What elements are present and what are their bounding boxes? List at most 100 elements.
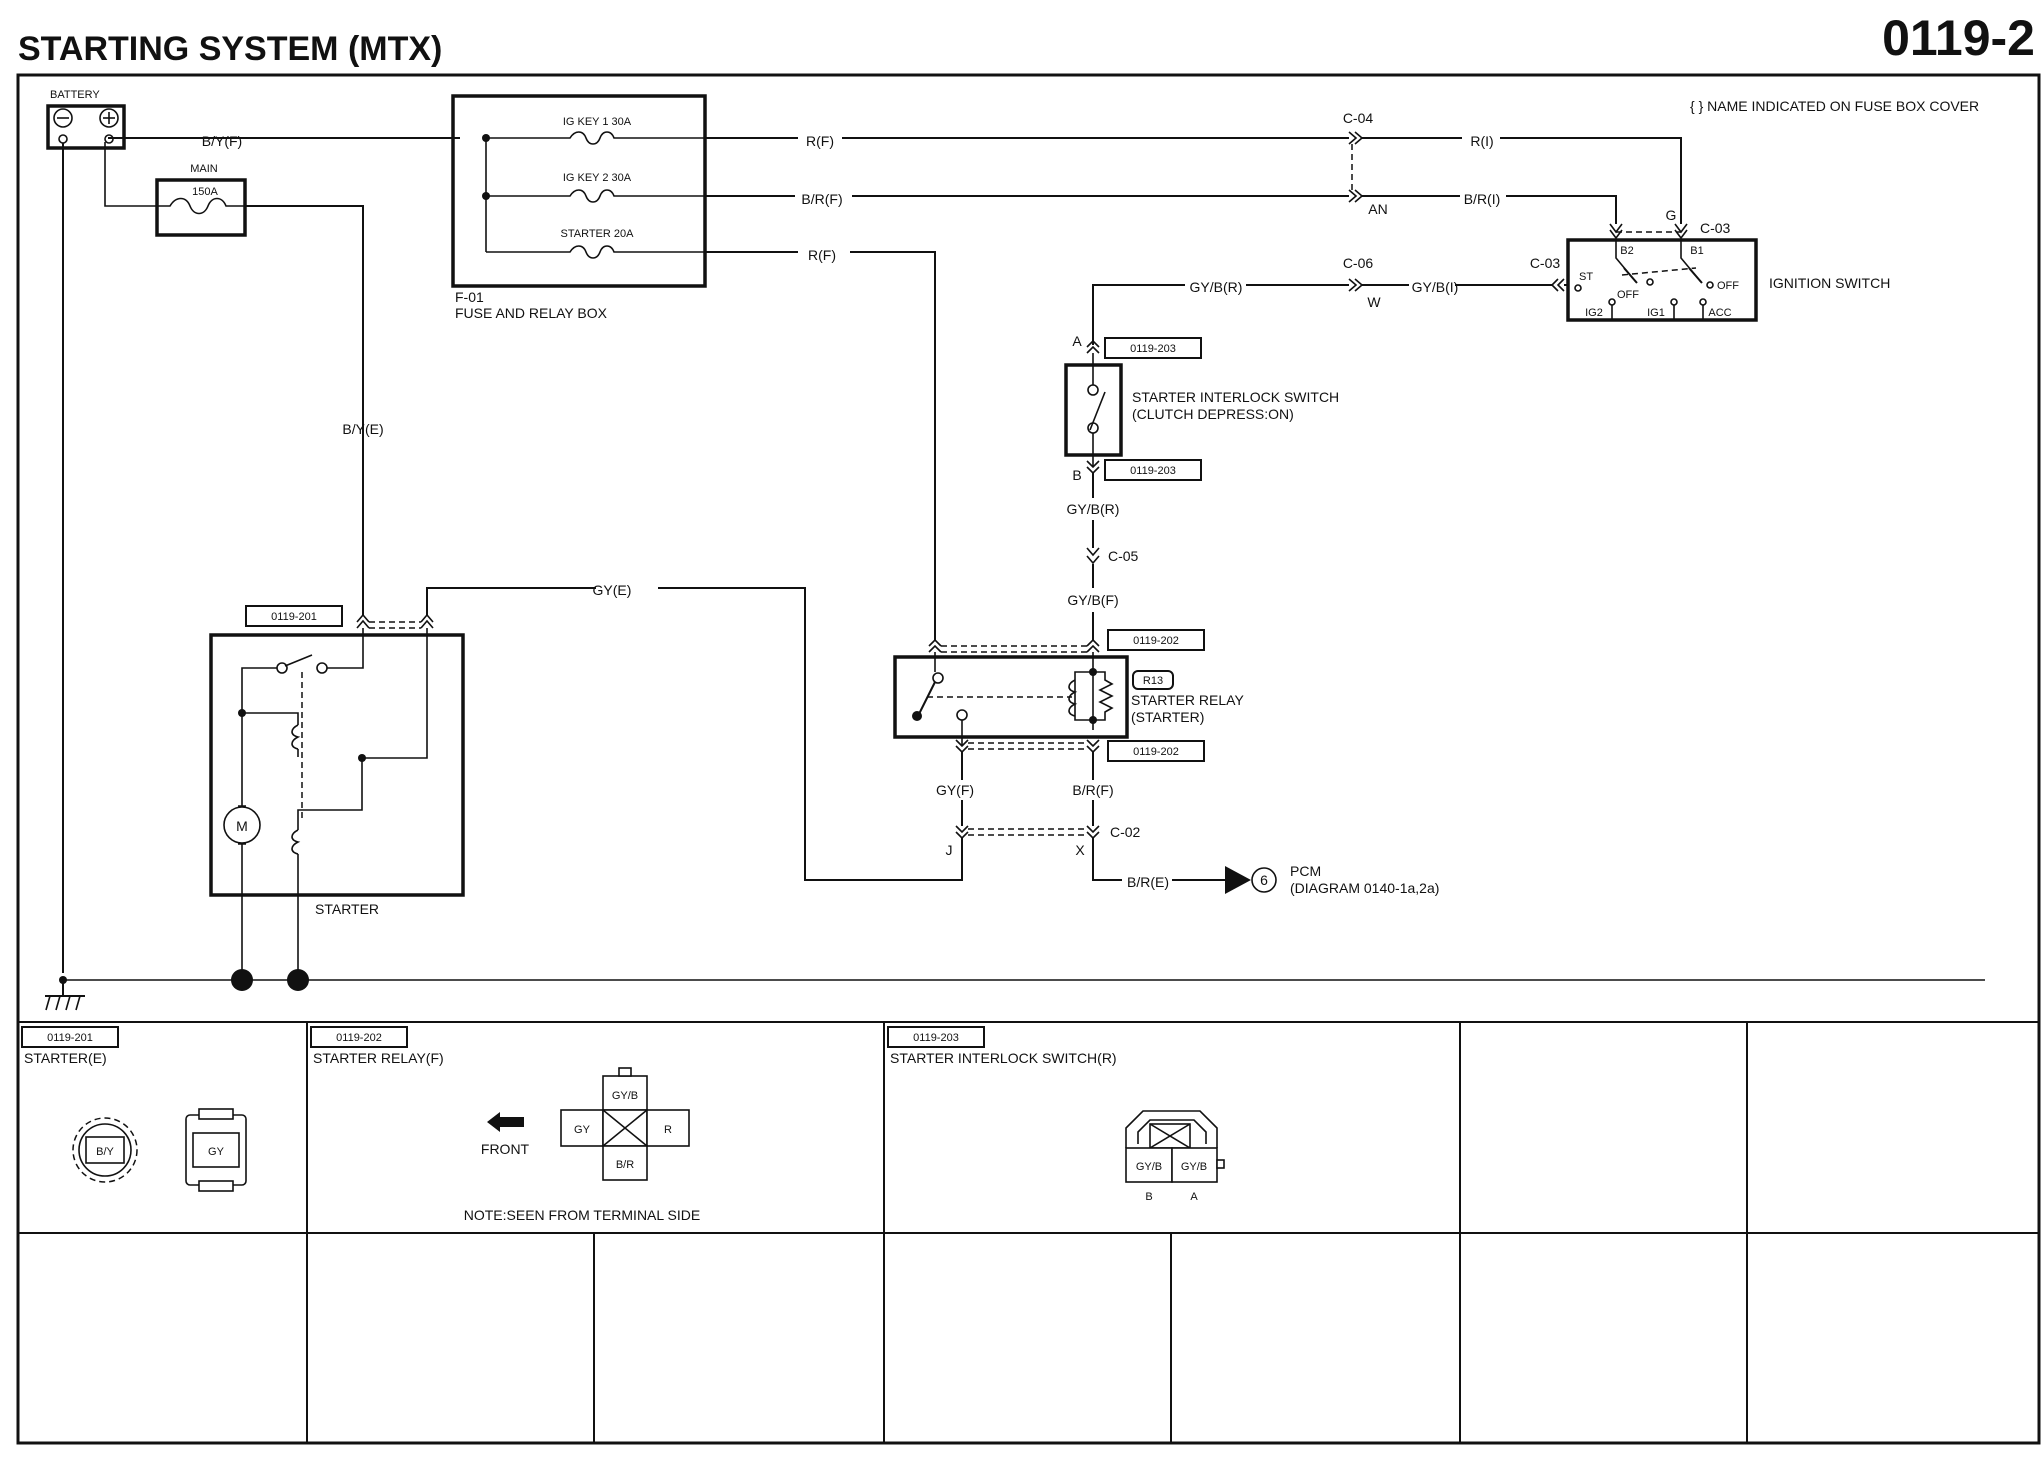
interlock-ref-top: 0119-203	[1130, 343, 1176, 355]
relay-connector-bottom-icon	[955, 739, 1100, 754]
view-starter-term2-icon	[185, 1108, 247, 1192]
interlock-label-1: STARTER INTERLOCK SWITCH	[1132, 389, 1339, 405]
view-relay-bottom: B/R	[616, 1159, 634, 1171]
connector-c03-side-label: C-03	[1530, 255, 1561, 271]
switch-term-acc: ACC	[1708, 307, 1731, 319]
relay-ref-top: 0119-202	[1133, 635, 1179, 647]
view-relay-front: FRONT	[481, 1141, 530, 1157]
fuse-box-id: F-01	[455, 289, 484, 305]
front-arrow-icon	[487, 1112, 524, 1132]
ignition-switch-label: IGNITION SWITCH	[1769, 275, 1890, 291]
main-fuse-icon	[157, 197, 245, 215]
wire-label-battery-out: B/Y(F)	[202, 133, 242, 149]
starter-motor-symbol: M	[236, 818, 248, 834]
connector-c04-icon	[1348, 131, 1364, 145]
interlock-ref-top-tag	[1104, 337, 1202, 359]
ignition-switch-box	[1566, 238, 1758, 322]
connector-c05-label: C-05	[1108, 548, 1139, 564]
view-relay-left: GY	[574, 1124, 591, 1136]
interlock-switch-blade	[1089, 391, 1106, 431]
wire-ig-key1-to-switch	[1362, 137, 1682, 224]
wire-starter-signal	[426, 587, 963, 881]
wire-label-main-to-starter: B/Y(E)	[342, 421, 383, 437]
interlock-ref-bottom-tag	[1104, 459, 1202, 481]
interlock-connector-top-icon	[1086, 339, 1100, 354]
relay-connector-top-link	[941, 645, 1087, 653]
main-fuse-box	[155, 178, 247, 237]
pcm-label: PCM	[1290, 863, 1321, 879]
view-interlock-pin1: B	[1145, 1191, 1152, 1203]
main-fuse-rating: 150A	[192, 186, 218, 198]
wire-label-c06-to-interlock: GY/B(R)	[1190, 279, 1243, 295]
fuse-starter-label: STARTER 20A	[561, 228, 635, 240]
wire-label-starter-signal: GY(E)	[593, 582, 632, 598]
view-relay-right: R	[664, 1124, 672, 1136]
view-interlock-connector-icon	[1125, 1110, 1225, 1183]
connector-j-label: J	[946, 842, 953, 858]
fuse-ig-key2-icon	[486, 189, 705, 203]
switch-term-off-right: OFF	[1717, 280, 1739, 292]
wire-label-switch-to-c06: GY/B(I)	[1412, 279, 1459, 295]
ground-point-1	[231, 969, 253, 991]
starter-ref-tag	[245, 605, 343, 627]
relay-code-tag	[1132, 670, 1174, 690]
relay-ref-bottom-tag	[1107, 740, 1205, 762]
wire-label-ig-key2-out: B/R(F)	[801, 191, 842, 207]
interlock-pin-a: A	[1072, 333, 1082, 349]
relay-label-1: STARTER RELAY	[1131, 692, 1244, 708]
wire-label-ig-key1-out: R(F)	[806, 133, 834, 149]
connector-c02-link	[968, 828, 1087, 836]
switch-term-ig2: IG2	[1585, 307, 1603, 319]
view-interlock-title: STARTER INTERLOCK SWITCH(R)	[890, 1050, 1117, 1066]
connector-c06-icon	[1348, 278, 1364, 292]
wire-label-ig-key2-in: B/R(I)	[1464, 191, 1501, 207]
connector-c02-j-icon	[955, 825, 969, 840]
switch-term-off-left: OFF	[1617, 289, 1639, 301]
connector-c04-label: C-04	[1343, 110, 1374, 126]
connector-an-label: AN	[1368, 201, 1387, 217]
view-starter-ref-tag	[21, 1026, 119, 1048]
connector-an-icon	[1348, 189, 1364, 203]
relay-ref-top-tag	[1107, 629, 1205, 651]
view-interlock-ref: 0119-203	[913, 1032, 959, 1044]
view-relay-connector-icon	[560, 1067, 690, 1181]
view-relay-ref: 0119-202	[336, 1032, 382, 1044]
diagram-frame	[16, 73, 2041, 1445]
view-interlock-ref-tag	[887, 1026, 985, 1048]
main-fuse-label: MAIN	[190, 163, 218, 175]
view-relay-ref-tag	[310, 1026, 408, 1048]
wire-label-relay-coil-out: B/R(F)	[1072, 782, 1113, 798]
fuse-box	[451, 94, 707, 288]
view-interlock-cell1: GY/B	[1136, 1161, 1162, 1173]
ground-icon	[45, 980, 85, 1011]
switch-term-b1: B1	[1690, 245, 1703, 257]
legend-note: { } NAME INDICATED ON FUSE BOX COVER	[1690, 98, 1979, 114]
ignition-switch-contacts	[1574, 240, 1714, 320]
view-starter-title: STARTER(E)	[24, 1050, 107, 1066]
connector-c02-label: C-02	[1110, 824, 1141, 840]
wire-label-relay-switch-out: GY(F)	[936, 782, 974, 798]
pcm-arrow-icon	[1225, 866, 1251, 894]
view-starter-term1: B/Y	[96, 1146, 114, 1158]
connector-c03-st-icon	[1550, 278, 1565, 292]
ground-point-2	[287, 969, 309, 991]
connector-c03-b2-icon	[1609, 223, 1623, 240]
connector-c03-top-label: C-03	[1700, 220, 1731, 236]
wire-label-starter-fuse-out: R(F)	[808, 247, 836, 263]
interlock-label-2: (CLUTCH DEPRESS:ON)	[1132, 406, 1294, 422]
starter-connector-link	[369, 621, 421, 629]
connector-c06-label: C-06	[1343, 255, 1374, 271]
starter-relay-coil	[1068, 652, 1114, 730]
wire-label-relay-coil-in: GY/B(F)	[1067, 592, 1118, 608]
wire-starter-fuse	[705, 251, 936, 640]
wire-main-to-starter	[245, 205, 364, 615]
wire-to-pcm	[1092, 838, 1225, 881]
view-relay-top: GY/B	[612, 1090, 638, 1102]
view-starter-term2: GY	[208, 1146, 225, 1158]
fuse-box-name: FUSE AND RELAY BOX	[455, 305, 608, 321]
relay-connector-bottom-link	[968, 742, 1087, 750]
view-relay-title: STARTER RELAY(F)	[313, 1050, 444, 1066]
view-interlock-cell2: GY/B	[1181, 1161, 1207, 1173]
wire-label-interlock-out: GY/B(R)	[1067, 501, 1120, 517]
